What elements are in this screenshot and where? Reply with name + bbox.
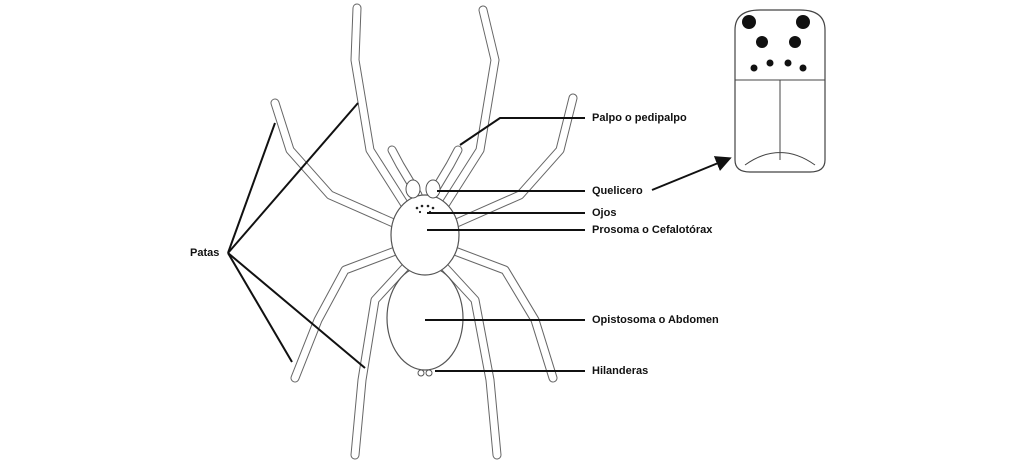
pointer-lines (227, 102, 732, 372)
label-prosoma: Prosoma o Cefalotórax (592, 224, 713, 236)
label-opistosoma: Opistosoma o Abdomen (592, 314, 719, 326)
abdomen (386, 265, 464, 371)
cephalothorax (390, 194, 460, 276)
body (386, 179, 464, 377)
label-hilanderas: Hilanderas (592, 365, 649, 377)
legs (270, 3, 578, 460)
spinneret-left (417, 369, 425, 377)
spinneret-right (425, 369, 433, 377)
arrow-to-inset (651, 156, 732, 191)
label-ojos: Ojos (592, 207, 617, 219)
label-patas: Patas (190, 247, 220, 259)
eye-inset (734, 9, 826, 173)
chelicera-left (405, 179, 421, 199)
label-quelicero: Quelicero (592, 185, 643, 197)
eyes (415, 204, 435, 214)
label-palpo: Palpo o pedipalpo (592, 112, 687, 124)
chelicera-right (425, 179, 441, 199)
